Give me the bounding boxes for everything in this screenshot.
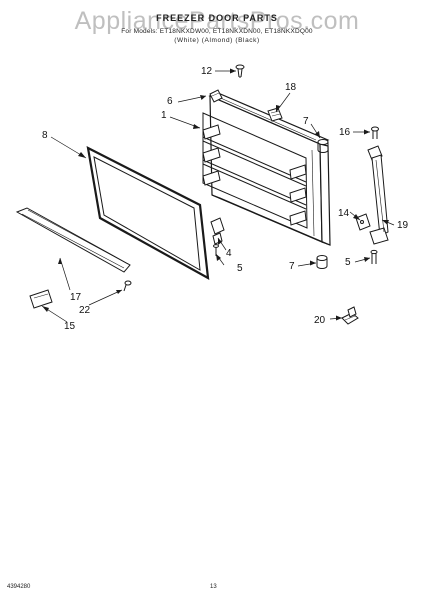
callout-5-right: 5 [345, 257, 351, 268]
watermark: AppliancePartsPros.com [74, 7, 360, 35]
door-cam [210, 217, 225, 245]
hinge-bushing-top [317, 139, 329, 153]
hinge-bushing-bottom [316, 255, 328, 269]
hinge-screw-bottom-right [370, 249, 378, 264]
callout-22: 22 [79, 305, 91, 316]
callout-7-top: 7 [303, 116, 309, 127]
page-number: 13 [210, 584, 217, 590]
hinge-screw-top [371, 126, 379, 139]
callout-18: 18 [285, 82, 297, 93]
arrow-heads [42, 68, 389, 321]
callout-6: 6 [167, 96, 173, 107]
model-colors: (White) (Almond) (Black) [174, 37, 260, 44]
screw [123, 280, 132, 292]
door-gasket [86, 146, 210, 280]
cam-screw [213, 244, 219, 256]
callout-7-bottom: 7 [289, 261, 295, 272]
callout-14: 14 [338, 208, 350, 219]
callout-12: 12 [201, 66, 213, 77]
door-trim-strip [15, 207, 131, 273]
document-code: 4394280 [7, 584, 31, 590]
callout-17: 17 [70, 292, 82, 303]
part-callouts: 12 6 1 8 18 7 16 19 14 4 5 7 5 20 17 22 … [42, 66, 409, 332]
door-handle [367, 145, 389, 245]
door-stop [209, 89, 223, 103]
diagram-title: FREEZER DOOR PARTS [156, 13, 278, 23]
hinge [355, 213, 371, 231]
callout-5-left: 5 [237, 263, 243, 274]
callout-8: 8 [42, 130, 48, 141]
door-panel-assembly [202, 92, 331, 246]
callout-1: 1 [161, 110, 167, 121]
stop-screw [235, 64, 245, 78]
cam-bracket [341, 306, 359, 325]
callout-16: 16 [339, 127, 351, 138]
door-label [267, 107, 283, 122]
callout-15: 15 [64, 321, 76, 332]
callout-20: 20 [314, 315, 326, 326]
callout-19: 19 [397, 220, 409, 231]
model-numbers: For Models: ET18NKXDW00, ET18NKXDN00, ET… [121, 28, 313, 35]
trim-end-cap [29, 289, 53, 309]
callout-4: 4 [226, 248, 232, 259]
